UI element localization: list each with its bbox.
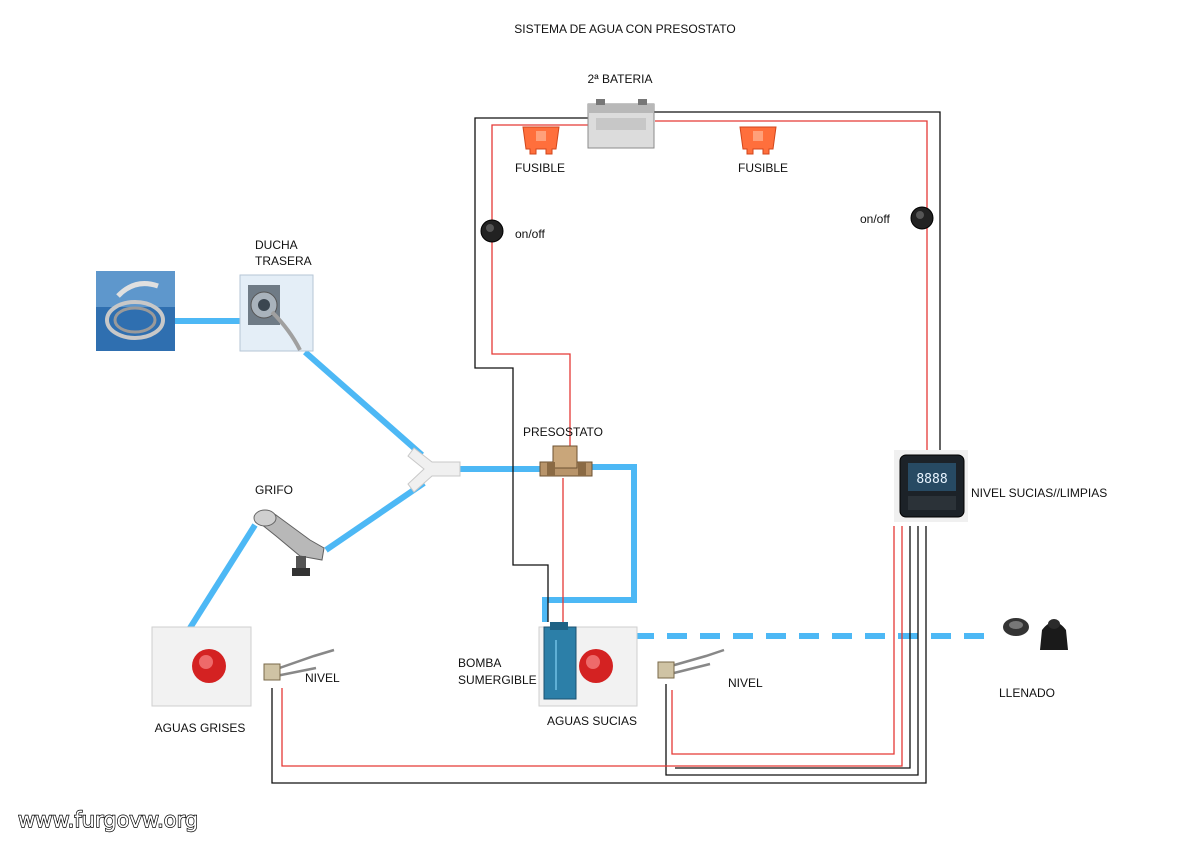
- watermark: www.furgovw.org: [18, 808, 198, 832]
- wire-sensor-right-black-b: [675, 526, 911, 769]
- pipe-tap-to-grey-tank: [187, 523, 258, 630]
- wire-sensor-left-red: [281, 526, 903, 767]
- pump-label-line1: BOMBA: [458, 656, 501, 670]
- grey-tank-label: AGUAS GRISES: [155, 721, 246, 735]
- wire-sensor-right-red: [671, 526, 895, 755]
- level-sensor-right: [657, 648, 725, 679]
- red-wires: [281, 120, 928, 767]
- shower-label-line1: DUCHA: [255, 238, 298, 252]
- switch-right-label: on/off: [860, 212, 890, 226]
- level-panel-display: 8888: [916, 472, 947, 487]
- black-wires: [271, 111, 941, 784]
- wire-positive-right: [655, 120, 928, 456]
- pump-label: BOMBA SUMERGIBLE: [458, 656, 537, 687]
- battery: [587, 99, 655, 149]
- dirty-tank-label: AGUAS SUCIAS: [547, 714, 637, 728]
- switch-left: [480, 219, 504, 243]
- rear-shower: [239, 274, 314, 352]
- pipe-shower-to-tee: [303, 349, 424, 458]
- wire-sensor-right-black-a: [665, 526, 919, 776]
- fuse-right: [739, 126, 777, 155]
- wire-negative-left: [474, 117, 590, 622]
- level-sensor-right-label: NIVEL: [728, 676, 763, 690]
- level-panel: 8888: [894, 450, 968, 522]
- grey-water-tank: [151, 626, 252, 707]
- tee-connector: [407, 447, 461, 493]
- pump-label-line2: SUMERGIBLE: [458, 673, 537, 687]
- fuse-left: [522, 126, 560, 155]
- fill-inlet-label: LLENADO: [999, 686, 1055, 700]
- level-sensor-left-label: NIVEL: [305, 671, 340, 685]
- wire-sensor-left-black: [271, 526, 927, 784]
- fuse-right-label: FUSIBLE: [738, 161, 788, 175]
- shower-label-line2: TRASERA: [255, 254, 312, 268]
- pipe-pressostat-to-pump: [542, 464, 637, 622]
- fill-inlet: [998, 598, 1074, 672]
- wire-positive-left: [491, 124, 590, 460]
- fuse-left-label: FUSIBLE: [515, 161, 565, 175]
- water-pipes: [175, 318, 990, 639]
- pressure-switch-label: PRESOSTATO: [523, 425, 603, 439]
- tap-label: GRIFO: [255, 483, 293, 497]
- pipe-tap-to-tee: [324, 480, 426, 553]
- wire-negative-right: [590, 111, 941, 458]
- switch-left-label: on/off: [515, 227, 545, 241]
- pressure-switch: [539, 445, 593, 477]
- level-panel-label: NIVEL SUCIAS//LIMPIAS: [971, 486, 1107, 500]
- tap: [253, 509, 325, 576]
- submersible-pump: [543, 622, 577, 700]
- diagram-title: SISTEMA DE AGUA CON PRESOSTATO: [514, 22, 735, 36]
- shower-hose: [96, 271, 175, 351]
- shower-label: DUCHA TRASERA: [255, 238, 312, 268]
- battery-label: 2ª BATERIA: [588, 72, 653, 86]
- switch-right: [910, 206, 934, 230]
- level-sensor-left: [263, 648, 335, 681]
